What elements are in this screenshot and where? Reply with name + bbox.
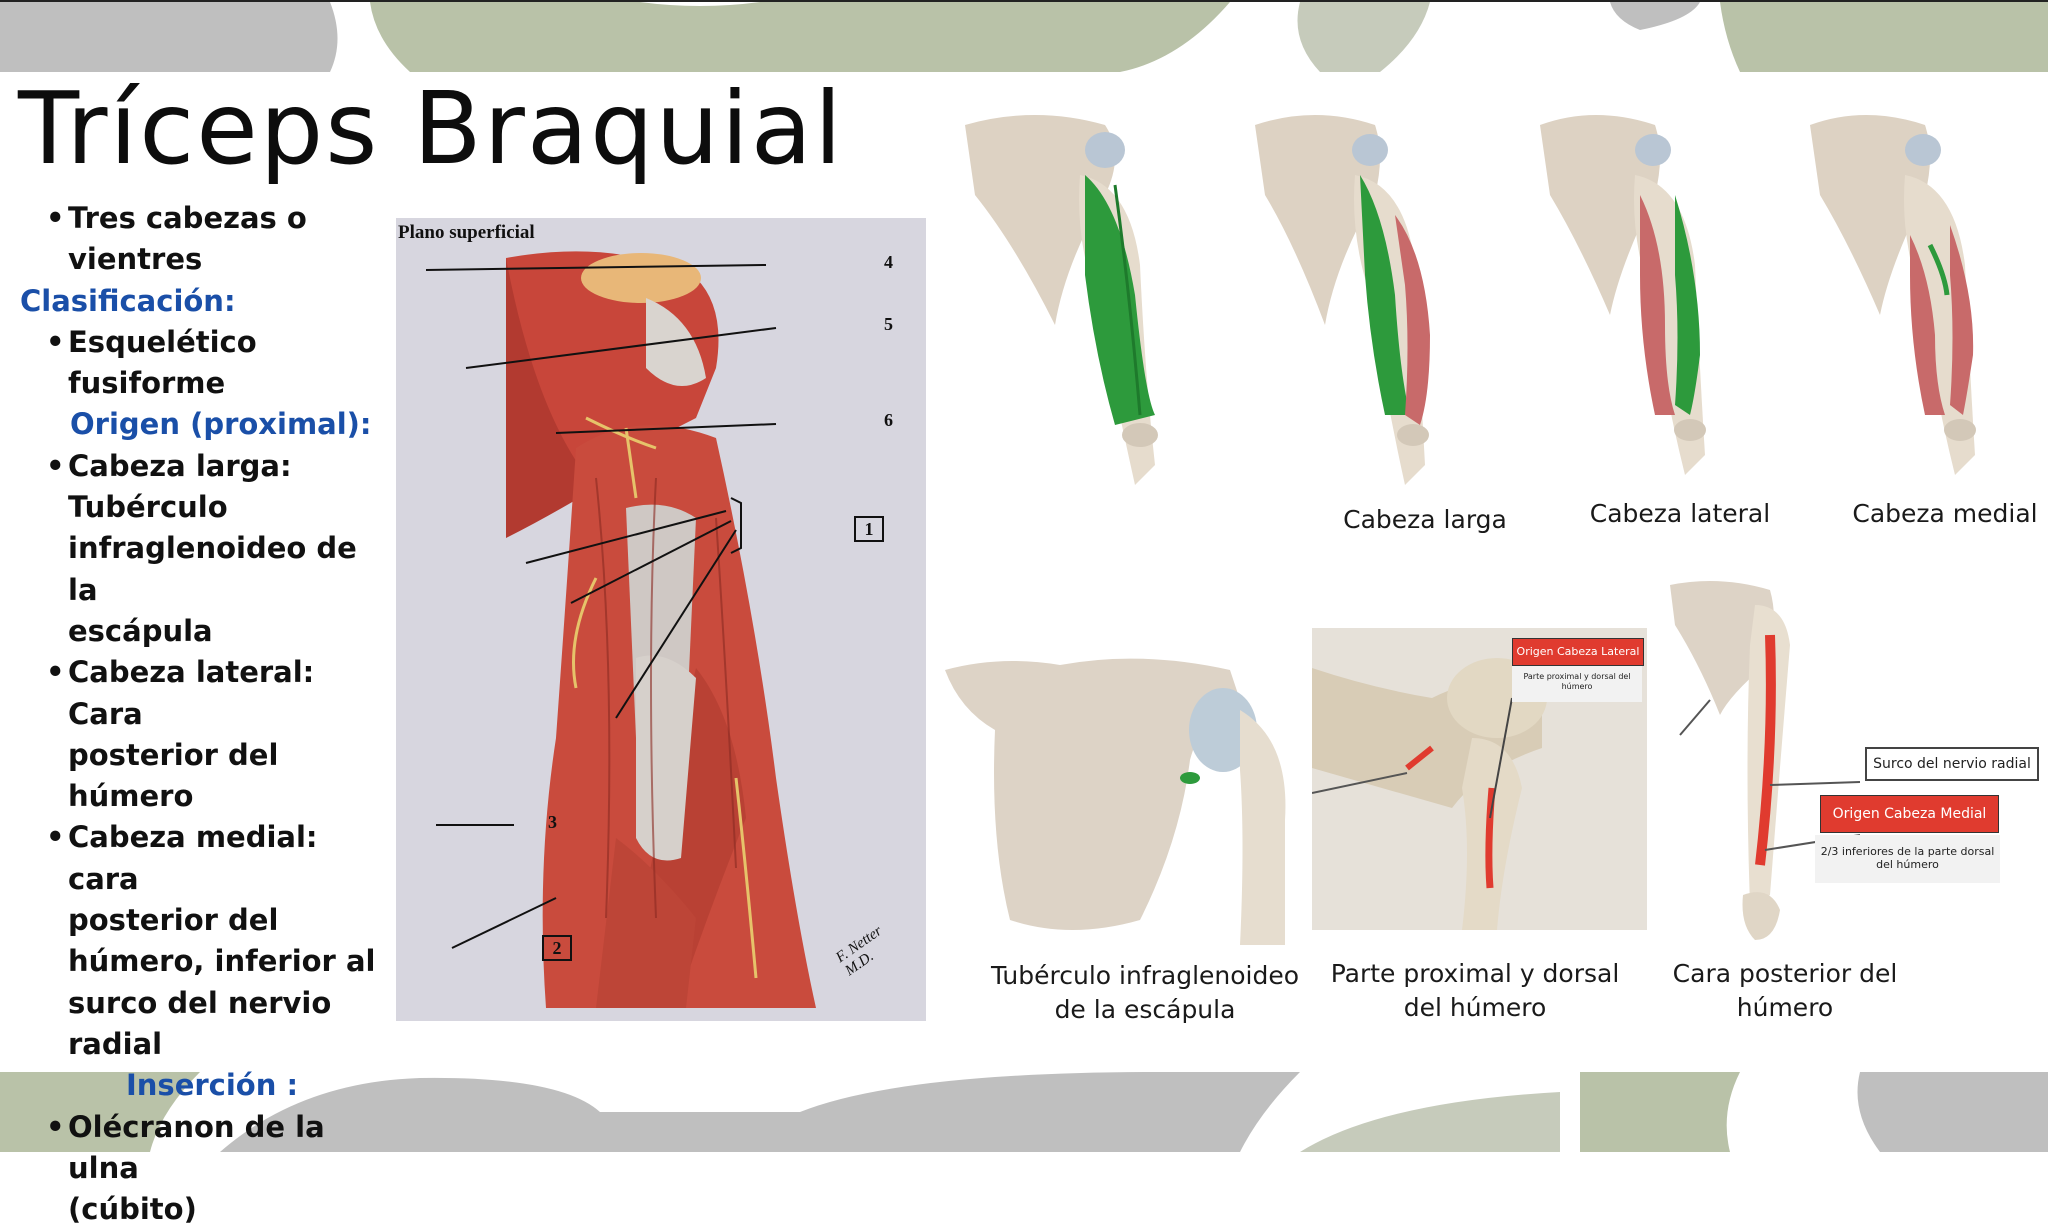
netter-illustration: Plano superficial 4 5 6 1 3 2 F. Netter … <box>396 218 926 1021</box>
label-3: 3 <box>548 812 557 832</box>
lateral-origin-figure: Origen Cabeza Lateral Parte proximal y d… <box>1312 628 1647 930</box>
bullet-continuation: húmero, inferior al <box>68 944 376 979</box>
bullet-item: Cabeza lateral: Cara <box>20 652 380 735</box>
medial-origin-figure: Surco del nervio radial Origen Cabeza Me… <box>1660 565 2045 950</box>
arm-figure-medial-head <box>1795 95 2035 485</box>
label-4: 4 <box>884 252 893 272</box>
section-heading: Clasificación: <box>20 283 236 318</box>
bullet-continuation: infraglenoideo de la <box>68 531 357 607</box>
label-5: 5 <box>884 314 893 334</box>
bullet-continuation: posterior del <box>68 903 279 938</box>
bullet-continuation: posterior del húmero <box>68 737 279 814</box>
caption-lateral-origin-line1: Parte proximal y dorsal <box>1330 959 1620 988</box>
plane-title: Plano superficial <box>398 222 535 243</box>
caption-medial-origin: Cara posterior del húmero <box>1655 957 1915 1025</box>
caption-long-head: Cabeza larga <box>1343 505 1507 534</box>
scapula-figure <box>940 640 1295 945</box>
caption-scapula: Tubérculo infraglenoideo de la escápula <box>980 959 1310 1027</box>
bullet-item: Tres cabezas o <box>20 198 380 240</box>
radial-groove-label: Surco del nervio radial <box>1865 747 2039 781</box>
caption-lateral-origin: Parte proximal y dorsal del húmero <box>1315 957 1635 1025</box>
medial-origin-text: 2/3 inferiores de la parte dorsal del hú… <box>1815 835 2000 883</box>
lateral-origin-text: Parte proximal y dorsal del húmero <box>1512 666 1642 702</box>
bullet-item: Cabeza larga: <box>20 446 380 488</box>
arm-figure-lateral-head <box>1525 95 1765 485</box>
bullet-continuation: Tubérculo <box>68 490 228 525</box>
top-decoration <box>0 0 2048 72</box>
label-6: 6 <box>884 410 893 430</box>
arm-figure-long-head <box>1235 95 1485 495</box>
bullet-item: Esquelético <box>20 322 380 364</box>
label-2: 2 <box>542 935 572 961</box>
arm-figure-full <box>955 95 1215 495</box>
section-heading: Inserción : <box>126 1068 299 1103</box>
medial-origin-title: Origen Cabeza Medial <box>1820 795 1999 833</box>
section-heading: Origen (proximal): <box>70 407 372 442</box>
bullet-continuation: vientres <box>68 242 203 277</box>
page-title: Tríceps Braquial <box>18 70 844 187</box>
caption-medial-origin-line2: húmero <box>1736 993 1834 1022</box>
bullet-item: Olécranon de la ulna <box>20 1107 380 1190</box>
bullet-continuation: (cúbito) <box>68 1192 197 1227</box>
bullet-continuation: radial <box>68 1026 163 1061</box>
arm-muscle-drawing <box>396 218 926 1021</box>
lateral-origin-title: Origen Cabeza Lateral <box>1512 638 1644 666</box>
caption-scapula-line2: de la escápula <box>1054 995 1236 1024</box>
bottom-decoration <box>0 1072 2048 1152</box>
caption-lateral-head: Cabeza lateral <box>1589 499 1771 528</box>
bullet-continuation: fusiforme <box>68 366 226 401</box>
caption-medial-head: Cabeza medial <box>1852 499 2038 528</box>
bullet-continuation: surco del nervio <box>68 985 332 1020</box>
caption-lateral-origin-line2: del húmero <box>1403 993 1547 1022</box>
bullet-continuation: escápula <box>68 613 213 648</box>
caption-scapula-line1: Tubérculo infraglenoideo <box>990 961 1300 990</box>
label-1: 1 <box>854 516 884 542</box>
bullet-item: Cabeza medial: cara <box>20 817 380 900</box>
caption-medial-origin-line1: Cara posterior del <box>1672 959 1898 988</box>
